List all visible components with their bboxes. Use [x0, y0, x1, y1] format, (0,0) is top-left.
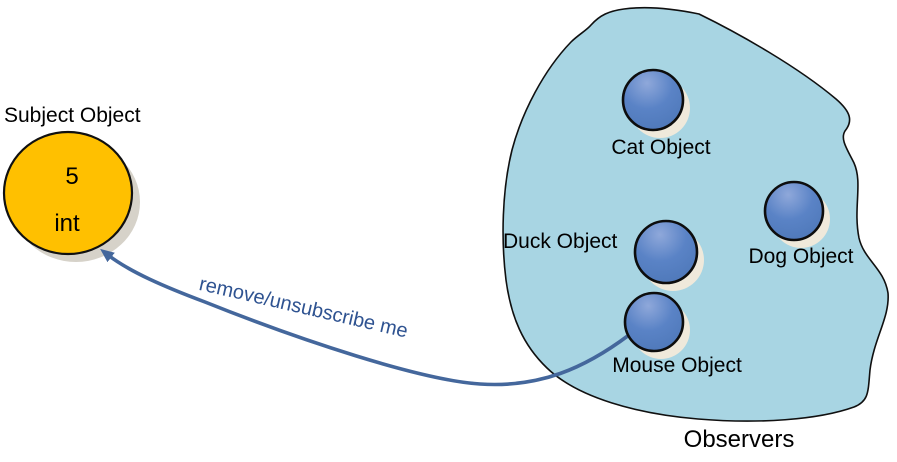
duck-object-node [633, 219, 704, 291]
cat-object-circle [621, 68, 685, 132]
subject-value: 5 [65, 163, 79, 190]
mouse-object-node [623, 291, 690, 359]
mouse-object-label: Mouse Object [612, 354, 742, 377]
observers-caption: Observers [683, 426, 795, 453]
duck-object-circle [633, 219, 699, 285]
dog-object-node [763, 180, 830, 248]
cat-object-node [621, 68, 690, 138]
subject-type: int [54, 210, 80, 237]
dog-object-label: Dog Object [748, 245, 854, 268]
subject-object-label: Subject Object [4, 104, 141, 127]
subject-object-circle [2, 130, 134, 256]
observers-group-shape [502, 6, 889, 422]
duck-object-label: Duck Object [503, 230, 618, 253]
dog-object-circle [763, 180, 825, 242]
mouse-object-circle [623, 291, 685, 353]
cat-object-label: Cat Object [611, 136, 711, 159]
unsubscribe-arrow [100, 248, 631, 387]
subject-object-node [2, 130, 140, 262]
